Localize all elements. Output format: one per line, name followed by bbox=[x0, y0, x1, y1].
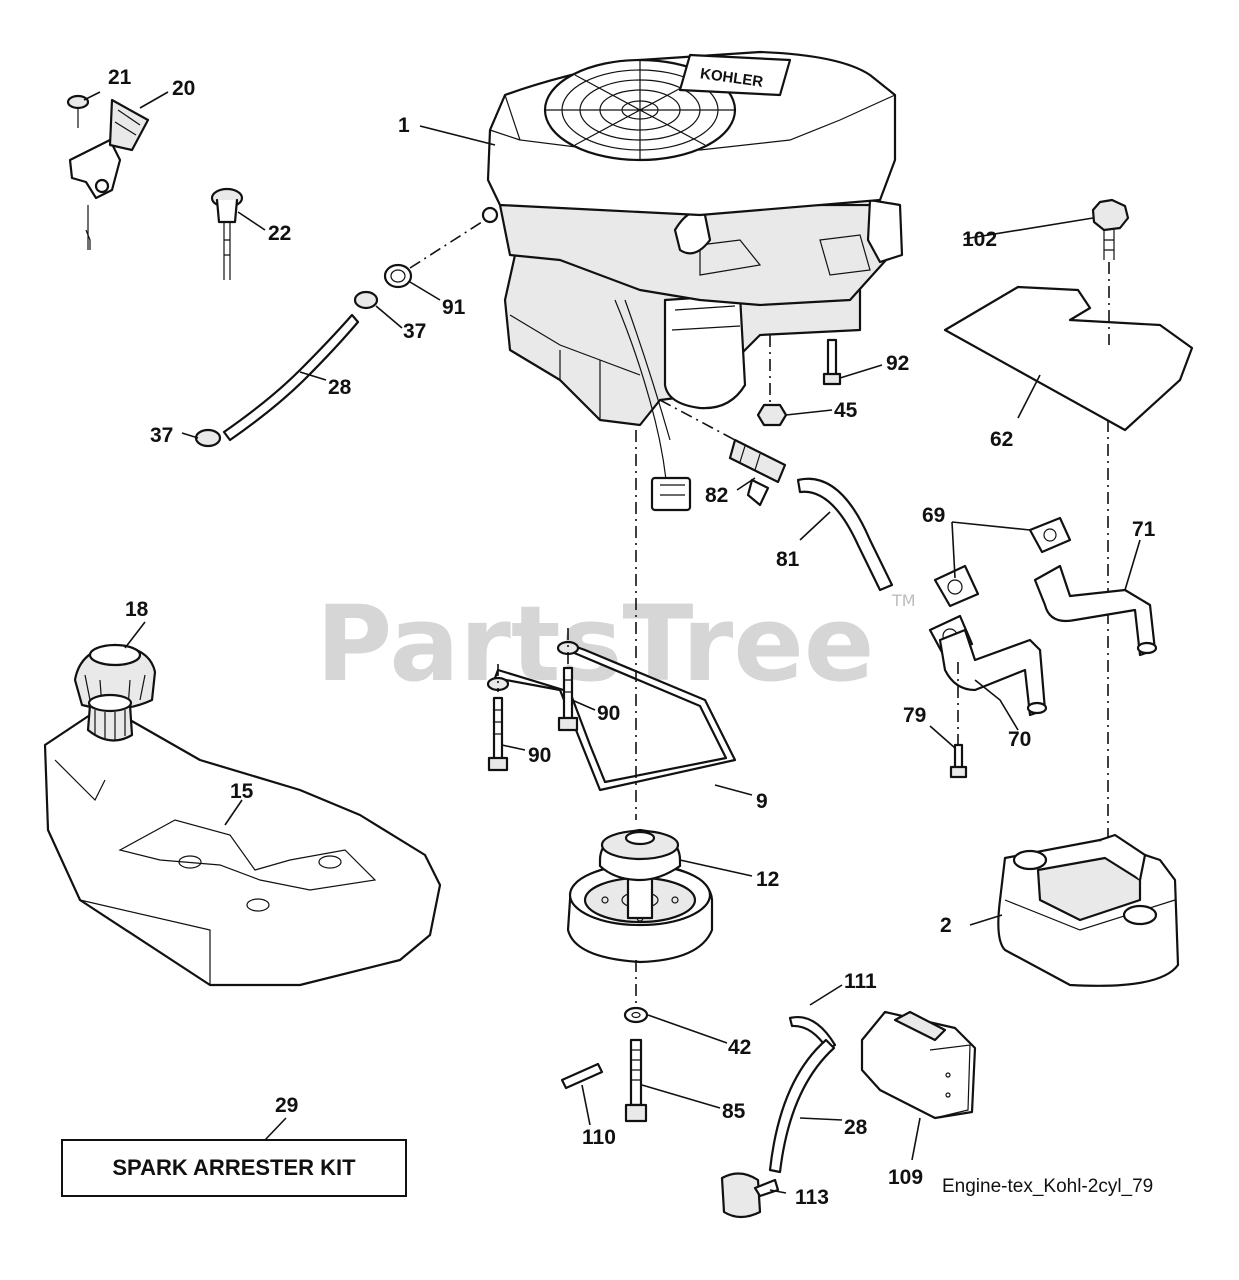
trademark-mark: TM bbox=[891, 591, 916, 610]
callout-110: 110 bbox=[582, 1126, 616, 1149]
callout-29: 29 bbox=[275, 1094, 298, 1117]
fuel-fitting-centerline bbox=[409, 219, 486, 269]
callout-45: 45 bbox=[834, 399, 858, 422]
spark-arrester-kit-box[interactable] bbox=[61, 1139, 407, 1197]
fuel-line-lower[interactable] bbox=[768, 1038, 836, 1174]
hose-clamp-upper[interactable] bbox=[353, 290, 379, 310]
callout-18: 18 bbox=[125, 598, 149, 621]
callout-82: 82 bbox=[705, 484, 728, 507]
callout-92: 92 bbox=[886, 352, 909, 375]
diagram-code: Engine-tex_Kohl-2cyl_79 bbox=[942, 1176, 1153, 1197]
exhaust-bolt-79[interactable] bbox=[949, 743, 968, 779]
callout-69: 69 bbox=[922, 504, 945, 527]
callout-81: 81 bbox=[776, 548, 800, 571]
callout-91: 91 bbox=[442, 296, 466, 319]
locating-pin[interactable] bbox=[560, 1062, 604, 1090]
callout-42: 42 bbox=[728, 1036, 751, 1059]
callout-62: 62 bbox=[990, 428, 1013, 451]
pulley-bolt[interactable] bbox=[624, 1038, 648, 1123]
callout-2: 2 bbox=[940, 914, 952, 937]
exhaust-pipe-71[interactable] bbox=[1033, 564, 1158, 657]
fuel-filter-113[interactable] bbox=[720, 1172, 780, 1219]
exhaust-pipe-70[interactable] bbox=[938, 628, 1048, 717]
callout-labels: 1 2 9 12 15 18 20 21 22 28 28 29 37 37 4… bbox=[108, 66, 1156, 1209]
callout-71: 71 bbox=[1132, 518, 1156, 541]
fuel-shutoff-valve[interactable] bbox=[728, 438, 787, 507]
leader-lines bbox=[83, 91, 1141, 1194]
callout-90-upper: 90 bbox=[597, 702, 620, 725]
callout-37-lower: 37 bbox=[150, 424, 173, 447]
hose-clamp-lower[interactable] bbox=[194, 428, 222, 448]
watermark-text: PartsTree bbox=[316, 583, 874, 705]
callout-9: 9 bbox=[756, 790, 768, 813]
engine-bolt-92[interactable] bbox=[822, 338, 842, 386]
callout-90-lower: 90 bbox=[528, 744, 551, 767]
callout-113: 113 bbox=[795, 1186, 829, 1209]
engine-nut-45[interactable] bbox=[756, 403, 788, 427]
fuel-fitting-91[interactable] bbox=[383, 263, 413, 289]
pulley-washer[interactable] bbox=[623, 1006, 649, 1024]
callout-102: 102 bbox=[962, 228, 997, 251]
callout-109: 109 bbox=[888, 1166, 923, 1189]
bracket-bolt-90-right[interactable] bbox=[557, 666, 579, 732]
choke-knob[interactable] bbox=[210, 187, 244, 280]
spark-arrester-kit-label: SPARK ARRESTER KIT bbox=[112, 1155, 356, 1180]
callout-28-lower: 28 bbox=[844, 1116, 868, 1139]
callout-1: 1 bbox=[398, 114, 410, 137]
engine-pulley[interactable] bbox=[566, 828, 714, 964]
exhaust-gasket-upper[interactable] bbox=[1028, 516, 1072, 554]
fuel-valve-centerline bbox=[659, 399, 736, 441]
callout-37-upper: 37 bbox=[403, 320, 426, 343]
exhaust-gasket-middle[interactable] bbox=[933, 564, 980, 608]
fuel-line-81[interactable] bbox=[796, 477, 894, 592]
callout-21: 21 bbox=[108, 66, 132, 89]
muffler-screw-102[interactable] bbox=[1091, 198, 1130, 260]
throttle-knob-screw[interactable] bbox=[66, 94, 90, 128]
callout-79: 79 bbox=[903, 704, 926, 727]
bracket-bolt-90-left[interactable] bbox=[487, 696, 509, 772]
callout-22: 22 bbox=[268, 222, 291, 245]
callout-111: 111 bbox=[844, 970, 877, 993]
engine-assembly[interactable]: KOHLER bbox=[481, 50, 904, 512]
throttle-control-bracket[interactable] bbox=[68, 98, 150, 250]
fuel-tank[interactable] bbox=[43, 693, 442, 987]
callout-70: 70 bbox=[1008, 728, 1031, 751]
heat-shield[interactable] bbox=[943, 285, 1194, 432]
callout-85: 85 bbox=[722, 1100, 746, 1123]
fuel-line-upper[interactable] bbox=[222, 313, 360, 442]
muffler[interactable] bbox=[997, 833, 1180, 987]
callout-20: 20 bbox=[172, 77, 195, 100]
fuel-pump[interactable] bbox=[860, 1010, 977, 1120]
callout-28-upper: 28 bbox=[328, 376, 352, 399]
callout-12: 12 bbox=[756, 868, 779, 891]
callout-15: 15 bbox=[230, 780, 254, 803]
